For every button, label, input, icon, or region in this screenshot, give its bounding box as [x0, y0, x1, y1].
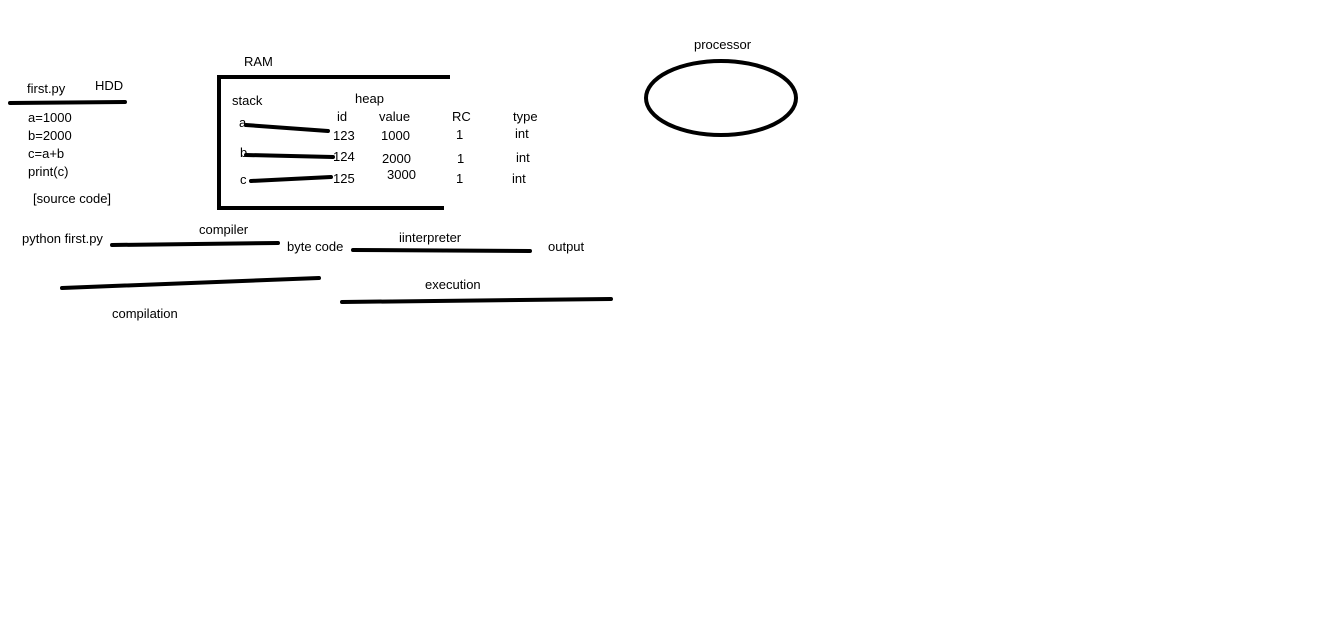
code-line-3: c=a+b	[28, 146, 65, 161]
row-b-type: int	[516, 150, 530, 165]
execution-bracket	[340, 297, 613, 304]
code-line-1: a=1000	[28, 110, 72, 125]
compiler-label: compiler	[199, 222, 249, 237]
row-a-type: int	[515, 126, 529, 141]
compilation-bracket	[60, 276, 321, 290]
pointer-c	[249, 175, 333, 183]
heap-label: heap	[355, 91, 384, 106]
row-a-value: 1000	[381, 128, 410, 143]
hdd-filename: first.py	[27, 81, 66, 96]
pointer-b	[244, 153, 335, 159]
processor-label: processor	[694, 37, 752, 52]
row-a-var: a	[239, 115, 247, 130]
compilation-label: compilation	[112, 306, 178, 321]
command-label: python first.py	[22, 231, 103, 246]
interpreter-arrow	[351, 248, 532, 253]
ram-label: RAM	[244, 54, 273, 69]
row-c-id: 125	[333, 171, 355, 186]
hdd-underline	[8, 100, 127, 105]
pointer-a	[244, 123, 330, 133]
row-b-rc: 1	[457, 151, 465, 166]
row-a-rc: 1	[456, 127, 464, 142]
interpreter-label: iinterpreter	[399, 230, 462, 245]
row-b-id: 124	[333, 149, 355, 164]
compiler-arrow	[110, 241, 280, 247]
stack-label: stack	[232, 93, 263, 108]
row-c-rc: 1	[456, 171, 464, 186]
row-c-value: 3000	[387, 167, 416, 182]
byte-code-label: byte code	[287, 239, 344, 254]
header-id: id	[337, 109, 348, 124]
ram-box	[217, 75, 450, 210]
row-c-var: c	[240, 172, 247, 187]
row-c-type: int	[512, 171, 526, 186]
row-b-var: b	[240, 145, 248, 160]
row-b-value: 2000	[382, 151, 411, 166]
header-rc: RC	[452, 109, 471, 124]
output-label: output	[548, 239, 585, 254]
hdd-label: HDD	[95, 78, 124, 93]
header-type: type	[513, 109, 538, 124]
row-a-id: 123	[333, 128, 355, 143]
code-line-2: b=2000	[28, 128, 72, 143]
processor-ellipse	[644, 59, 798, 137]
execution-label: execution	[425, 277, 481, 292]
source-code-caption: [source code]	[33, 191, 112, 206]
header-value: value	[379, 109, 411, 124]
code-line-4: print(c)	[28, 164, 69, 179]
